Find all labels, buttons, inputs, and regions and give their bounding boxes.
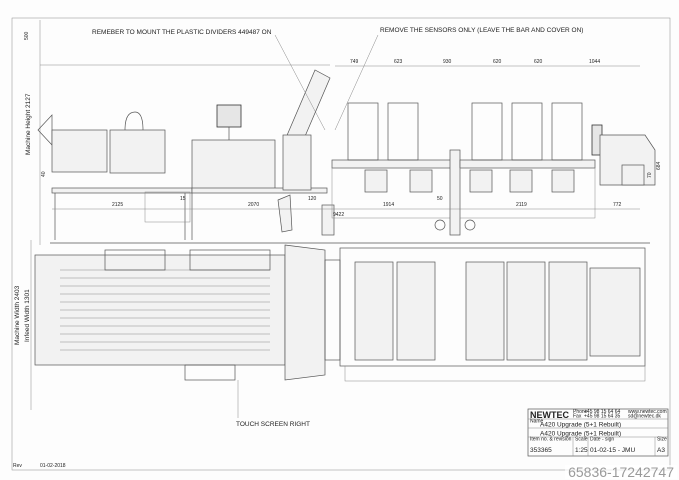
upper-dim: 620 <box>534 59 543 65</box>
name-label: Name <box>530 419 544 425</box>
right-dim-70: 70 <box>647 172 653 178</box>
right-dim-684: 684 <box>656 161 662 170</box>
upper-dim: 749 <box>350 59 359 65</box>
upper-dim: 623 <box>394 59 403 65</box>
lower-dim: 15 <box>180 196 186 202</box>
plan-view: Machine Width 2403 Infeed Width 1301 TOU… <box>14 240 646 428</box>
drawing-name-2: A420 Upgrade (5+1 Rebuilt) <box>540 431 621 438</box>
scale-label: Scale <box>575 437 588 443</box>
fax-number: +45 98 15 64 35 <box>584 414 621 420</box>
title-block: NEWTEC Phone +45 98 15 64 64 Fax +45 98 … <box>527 408 669 457</box>
lower-dim: 2070 <box>248 202 259 208</box>
infeed-width-label: Infeed Width 1301 <box>24 289 31 342</box>
height-label: Machine Height 2127 <box>25 93 32 155</box>
total-length: 9422 <box>333 212 344 218</box>
infeed-unit <box>51 129 108 173</box>
website: www.newtec.com <box>628 409 667 415</box>
top-dim: 500 <box>24 31 30 40</box>
packing-conveyor-2 <box>459 159 596 169</box>
lower-dim: 772 <box>613 202 622 208</box>
date-value: 01-02-15 - JMU <box>590 447 635 454</box>
lower-dim: 1914 <box>383 202 394 208</box>
lower-dimensions: 2125 15 2070 120 1914 50 2119 772 9422 <box>112 196 622 218</box>
left-dim: 40 <box>41 171 47 177</box>
upper-dimensions: 749 623 930 620 620 1044 <box>350 59 600 65</box>
phone-label: Phone <box>573 409 588 415</box>
drawing-number: 353365 <box>530 447 552 454</box>
upper-dim: 1044 <box>589 59 600 65</box>
side-view: 500 Machine Height 2127 40 <box>24 20 662 245</box>
lower-dim: 50 <box>437 196 443 202</box>
packing-conveyor-1 <box>331 159 453 169</box>
weigher-unit <box>191 139 276 191</box>
number-label: Item no. & revision <box>530 437 572 443</box>
drawing-name: A420 Upgrade (5+1 Rebuilt) <box>540 422 621 429</box>
touch-screen-note: TOUCH SCREEN RIGHT <box>236 421 310 428</box>
lower-dim: 2125 <box>112 202 123 208</box>
lower-dim: 2119 <box>516 202 527 208</box>
lower-dim: 120 <box>308 196 317 202</box>
rev-date: 01-02-2018 <box>40 463 66 469</box>
touch-screen <box>216 104 242 128</box>
size-label: Size <box>657 437 667 443</box>
hopper-unit <box>109 129 166 174</box>
sheet-border <box>11 17 671 471</box>
phone-number: +45 98 15 64 64 <box>584 409 621 415</box>
company-logo: NEWTEC <box>530 410 569 420</box>
watermark-id: 65836-17242747 <box>565 465 677 479</box>
rev-label: Rev <box>13 463 22 469</box>
upper-dim: 620 <box>493 59 502 65</box>
size-value: A3 <box>657 447 665 454</box>
dividers-note: REMEBER TO MOUNT THE PLASTIC DIVIDERS 44… <box>92 29 272 36</box>
machine-width-label: Machine Width 2403 <box>14 285 21 345</box>
upper-dim: 930 <box>443 59 452 65</box>
sensors-note: REMOVE THE SENSORS ONLY (LEAVE THE BAR A… <box>380 27 583 34</box>
date-label: Date - sign <box>590 437 614 443</box>
scale-value: 1:25 <box>575 447 588 454</box>
fax-label: Fax <box>573 414 582 420</box>
email: sd@newtec.dk <box>628 414 661 420</box>
